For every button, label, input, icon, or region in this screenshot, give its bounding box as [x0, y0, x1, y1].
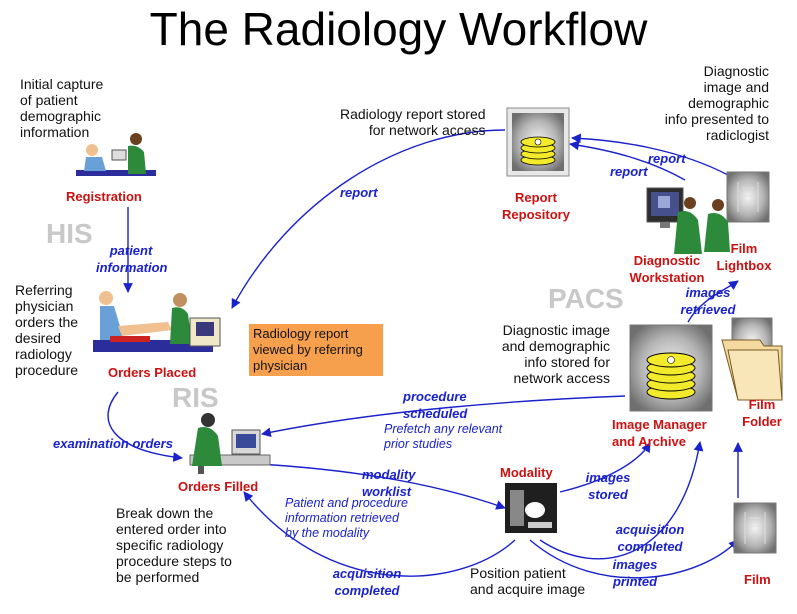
registration-scene-icon: [76, 133, 156, 176]
node-registration: Registration: [66, 189, 142, 204]
flow-report-right-2: report: [610, 164, 648, 179]
diagnostic-workstation-icon: [646, 187, 730, 254]
arrow-images-retrieved: [687, 280, 739, 323]
page-title: The Radiology Workflow: [149, 3, 648, 55]
arrow-acquisition-completed-left: [243, 491, 516, 577]
arrow-procedure-scheduled: [261, 395, 626, 438]
arrow-modality-worklist: [257, 463, 506, 510]
report-viewed-box: [249, 324, 383, 376]
node-orders-placed: Orders Placed: [108, 365, 197, 380]
arrow-images-printed: [529, 539, 739, 579]
film-lightbox-icon: [726, 171, 770, 223]
section-his: HIS: [46, 218, 93, 249]
arrow-orders-placed-to-filled: [107, 391, 183, 462]
node-modality: Modality: [500, 465, 553, 480]
film-icon: [733, 502, 777, 554]
modality-scene-icon: [505, 483, 557, 533]
arrow-report-to-orders-placed: [231, 129, 506, 309]
arrow-acquisition-completed-right: [539, 441, 704, 560]
film-folder-icon: [721, 317, 783, 401]
section-pacs: PACS: [548, 283, 624, 314]
arrow-workstation-to-repository: [569, 140, 686, 181]
orders-filled-scene-icon: [189, 413, 271, 474]
image-manager-icon: [629, 324, 713, 412]
section-ris: RIS: [172, 382, 219, 413]
orders-placed-scene-icon: [93, 291, 221, 352]
flow-report-right-1: report: [648, 151, 686, 166]
arrow-lightbox-to-repository: [571, 133, 729, 176]
node-orders-filled: Orders Filled: [178, 479, 259, 494]
node-film: Film: [744, 572, 771, 587]
report-repository-icon: [506, 107, 570, 177]
flow-report-left: report: [340, 185, 378, 200]
flow-examination-orders: examination orders: [53, 436, 173, 451]
arrow-images-stored: [559, 442, 651, 493]
